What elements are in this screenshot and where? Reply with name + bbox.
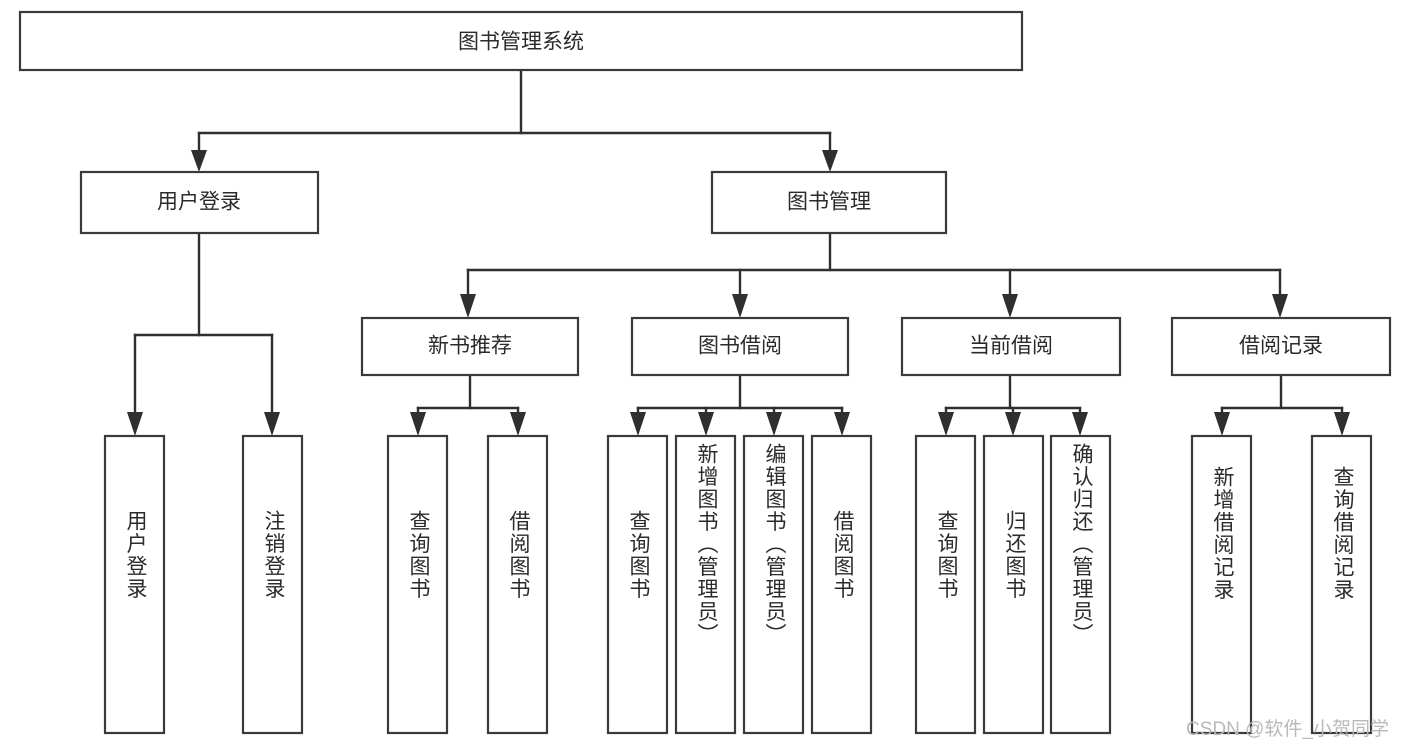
node-leaf-return-book[interactable] xyxy=(982,434,1045,735)
node-book-borrow-label: 图书借阅 xyxy=(698,335,782,358)
node-new-book-recommend-label: 新书推荐 xyxy=(428,335,512,358)
node-current-borrow[interactable] xyxy=(900,316,1122,377)
arrow-head-book-management xyxy=(822,150,838,172)
arrow-head-new-book-recommend xyxy=(460,294,476,318)
node-leaf-borrow-book[interactable] xyxy=(810,434,873,735)
arrow-head-leaf-borrow-book xyxy=(834,412,850,436)
arrow-head-leaf-add-record xyxy=(1214,412,1230,436)
arrow-head-leaf-query-book-current xyxy=(938,412,954,436)
arrow-head-leaf-confirm-return xyxy=(1072,412,1088,436)
node-leaf-add-book[interactable] xyxy=(674,434,737,735)
node-leaf-query-book-recommend[interactable] xyxy=(386,434,449,735)
arrow-head-leaf-borrow-book-recommend xyxy=(510,412,526,436)
node-borrow-record[interactable] xyxy=(1170,316,1392,377)
node-leaf-query-book-current[interactable] xyxy=(914,434,977,735)
node-book-management[interactable] xyxy=(710,170,948,235)
node-root[interactable] xyxy=(18,10,1024,72)
node-root-label: 图书管理系统 xyxy=(458,31,584,54)
arrow-head-leaf-query-record xyxy=(1334,412,1350,436)
node-leaf-add-record[interactable] xyxy=(1190,434,1253,735)
arrow-head-current-borrow xyxy=(1002,294,1018,318)
node-book-borrow[interactable] xyxy=(630,316,850,377)
arrow-head-book-borrow xyxy=(732,294,748,318)
connector-layer xyxy=(127,68,1350,436)
node-leaf-query-book-borrow[interactable] xyxy=(606,434,669,735)
arrow-head-leaf-return-book xyxy=(1005,412,1021,436)
csdn-watermark: CSDN @软件_小贺同学 xyxy=(1186,719,1389,740)
node-user-login[interactable] xyxy=(79,170,320,235)
arrow-head-borrow-record xyxy=(1272,294,1288,318)
arrow-head-leaf-user-login xyxy=(127,412,143,436)
node-book-management-label: 图书管理 xyxy=(787,191,871,214)
arrow-head-user-login xyxy=(191,150,207,172)
arrow-head-leaf-query-book-borrow xyxy=(630,412,646,436)
node-leaf-confirm-return[interactable] xyxy=(1049,434,1112,735)
node-current-borrow-label: 当前借阅 xyxy=(969,335,1053,358)
arrow-head-leaf-edit-book xyxy=(766,412,782,436)
node-user-login-label: 用户登录 xyxy=(157,191,241,214)
node-leaf-edit-book[interactable] xyxy=(742,434,805,735)
node-leaf-logout[interactable] xyxy=(241,434,304,735)
node-leaf-borrow-book-recommend[interactable] xyxy=(486,434,549,735)
node-layer: 图书管理系统 用户登录 图书管理 新书推荐 图书借阅 当前借阅 借阅记录 xyxy=(18,10,1392,735)
arrow-head-leaf-logout xyxy=(264,412,280,436)
arrow-head-leaf-query-book-recommend xyxy=(410,412,426,436)
node-leaf-query-record[interactable] xyxy=(1310,434,1373,735)
node-new-book-recommend[interactable] xyxy=(360,316,580,377)
node-borrow-record-label: 借阅记录 xyxy=(1239,335,1323,358)
arrow-head-leaf-add-book xyxy=(698,412,714,436)
node-leaf-user-login[interactable] xyxy=(103,434,166,735)
